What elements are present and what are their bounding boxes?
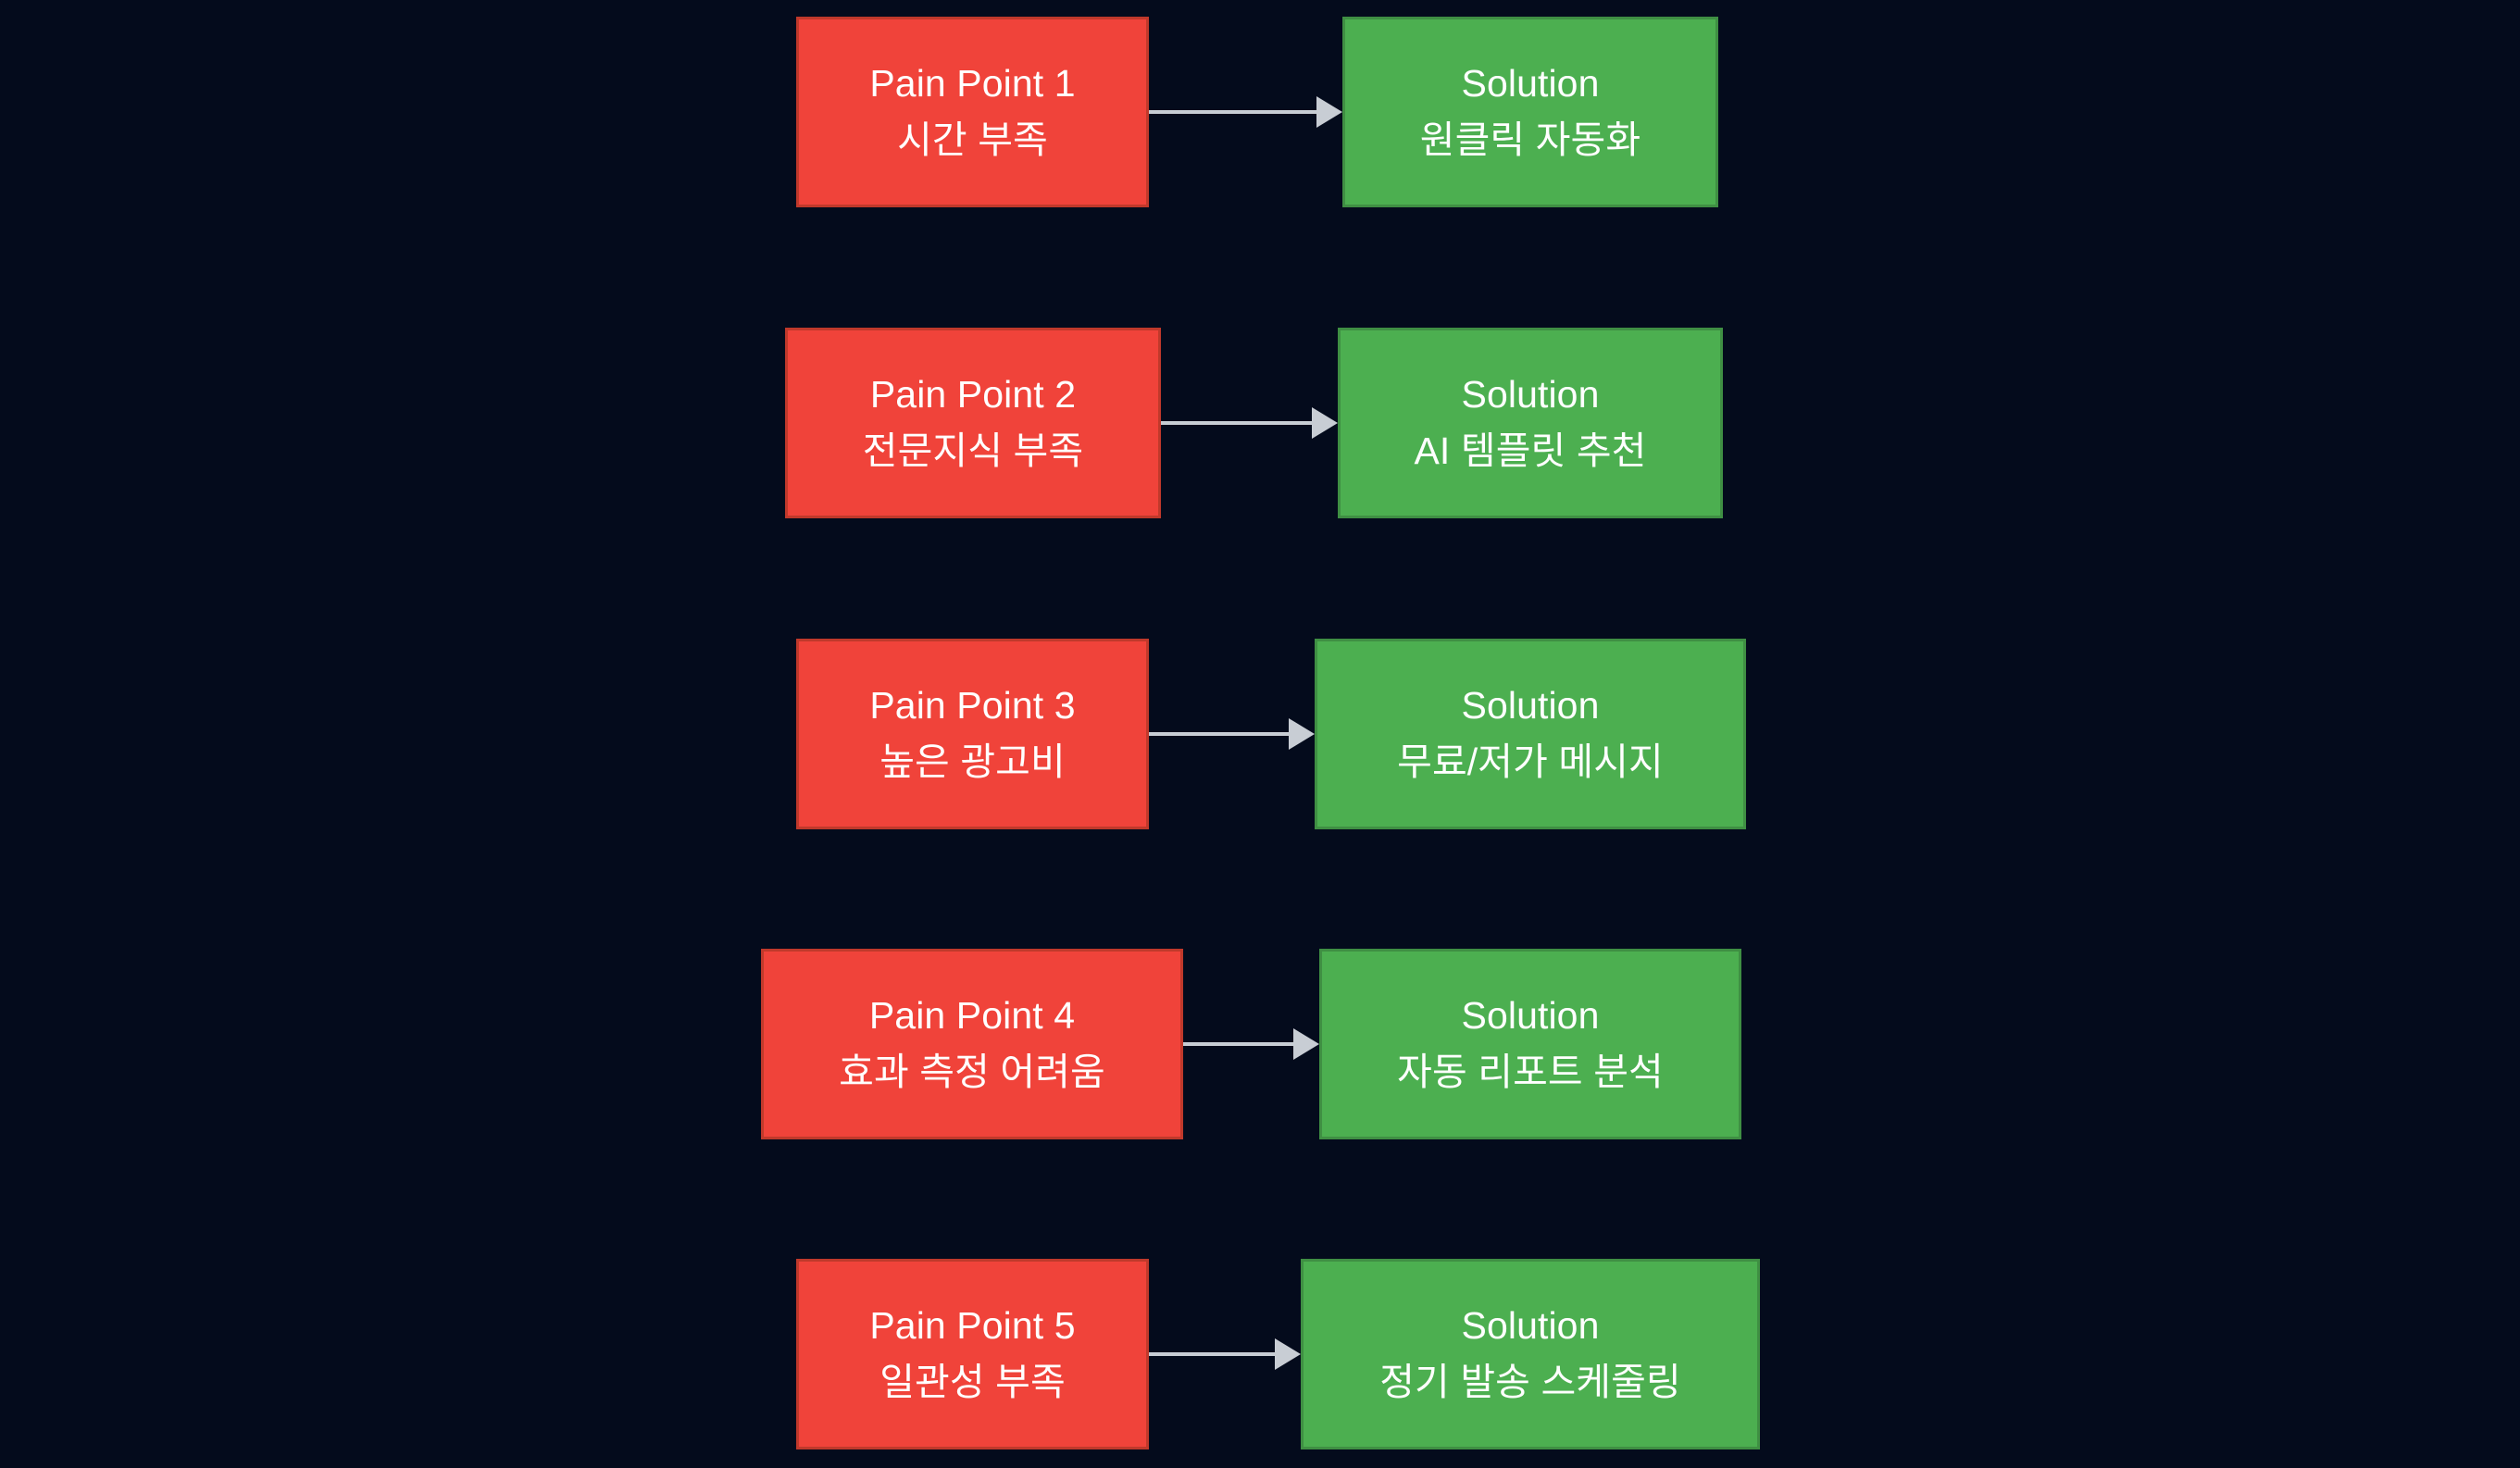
pain-point-detail-2: 전문지식 부족 [862,429,1084,472]
pain-point-node-1[interactable]: Pain Point 1 시간 부족 [796,17,1149,207]
pain-point-node-2[interactable]: Pain Point 2 전문지식 부족 [785,328,1161,518]
arrow-connector-5 [1149,1259,1301,1449]
arrow-icon-2 [1161,407,1338,439]
solution-title-2: Solution [1461,373,1600,417]
arrow-connector-1 [1149,17,1342,207]
pain-point-detail-5: 일관성 부족 [880,1360,1066,1403]
arrow-icon-4 [1183,1028,1319,1060]
solution-title-3: Solution [1461,684,1600,728]
arrow-icon-3 [1149,718,1315,750]
solution-node-1[interactable]: Solution 원클릭 자동화 [1342,17,1718,207]
solution-title-1: Solution [1461,62,1600,106]
pain-point-node-5[interactable]: Pain Point 5 일관성 부족 [796,1259,1149,1449]
solution-detail-4: 자동 리포트 분석 [1397,1050,1664,1093]
flow-row-3: Pain Point 3 높은 광고비 Solution 무료/저가 메시지 [0,639,2520,829]
pain-point-detail-3: 높은 광고비 [880,740,1066,783]
solution-node-4[interactable]: Solution 자동 리포트 분석 [1319,949,1741,1139]
pain-point-detail-4: 효과 측정 어려움 [839,1050,1105,1093]
solution-node-5[interactable]: Solution 정기 발송 스케줄링 [1301,1259,1760,1449]
solution-node-2[interactable]: Solution AI 템플릿 추천 [1338,328,1723,518]
pain-point-title-4: Pain Point 4 [868,994,1076,1038]
solution-title-4: Solution [1461,994,1600,1038]
pain-point-node-4[interactable]: Pain Point 4 효과 측정 어려움 [761,949,1183,1139]
flow-row-2: Pain Point 2 전문지식 부족 Solution AI 템플릿 추천 [0,328,2520,518]
solution-title-5: Solution [1461,1304,1600,1348]
solution-node-3[interactable]: Solution 무료/저가 메시지 [1315,639,1746,829]
arrow-connector-3 [1149,639,1315,829]
solution-detail-5: 정기 발송 스케줄링 [1379,1360,1681,1403]
arrow-connector-2 [1161,328,1338,518]
arrow-icon-1 [1149,96,1342,128]
pain-point-detail-1: 시간 부족 [897,118,1048,161]
arrow-connector-4 [1183,949,1319,1139]
pain-point-node-3[interactable]: Pain Point 3 높은 광고비 [796,639,1149,829]
solution-detail-3: 무료/저가 메시지 [1397,740,1664,783]
pain-point-title-3: Pain Point 3 [869,684,1076,728]
solution-detail-2: AI 템플릿 추천 [1414,429,1647,472]
pain-point-title-1: Pain Point 1 [869,62,1076,106]
flow-row-5: Pain Point 5 일관성 부족 Solution 정기 발송 스케줄링 [0,1259,2520,1449]
pain-point-title-5: Pain Point 5 [869,1304,1076,1348]
solution-detail-1: 원클릭 자동화 [1419,118,1641,161]
arrow-icon-5 [1149,1338,1301,1370]
pain-point-title-2: Pain Point 2 [869,373,1077,417]
flow-row-4: Pain Point 4 효과 측정 어려움 Solution 자동 리포트 분석 [0,949,2520,1139]
flow-row-1: Pain Point 1 시간 부족 Solution 원클릭 자동화 [0,17,2520,207]
